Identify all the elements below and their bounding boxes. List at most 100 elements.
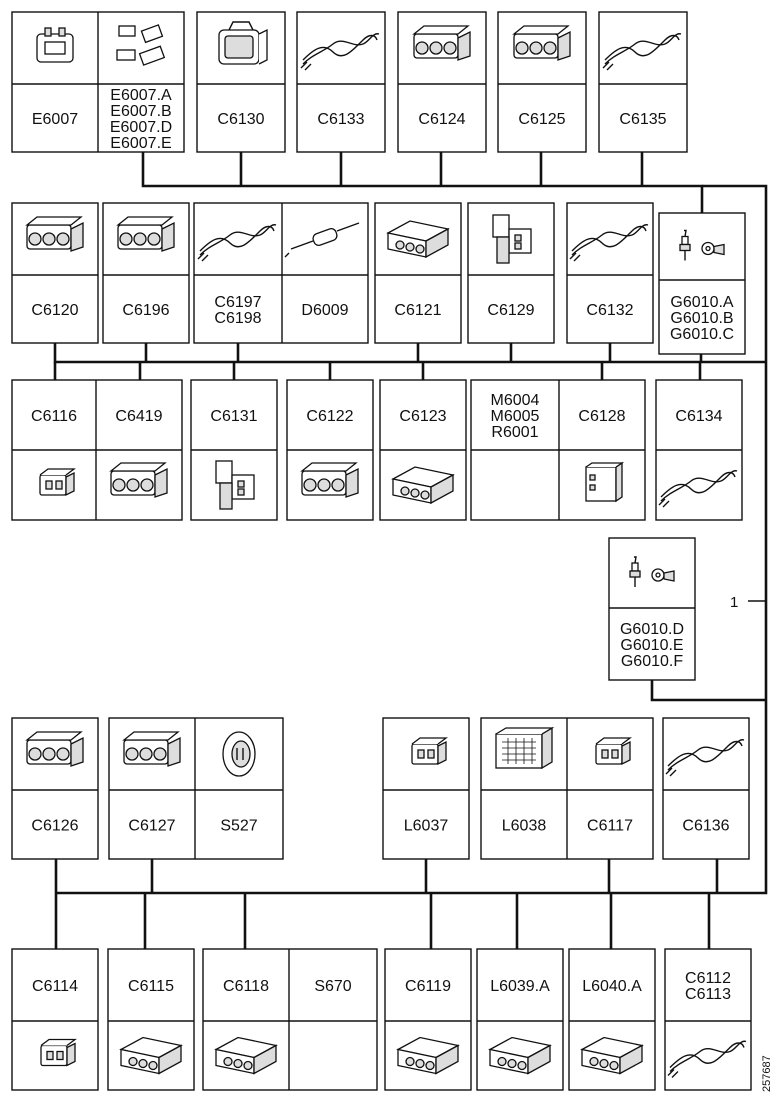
component-label: C6419	[115, 408, 162, 425]
component-frame	[384, 948, 472, 1091]
component-frame	[664, 948, 752, 1091]
component-label: C6130	[217, 111, 264, 128]
component-label: E6007	[32, 111, 78, 128]
component-group: C6120	[11, 202, 99, 344]
component-group: C6124	[397, 11, 487, 153]
component-label: C6136	[682, 818, 729, 835]
component-label: R6001	[491, 424, 538, 441]
component-label: C6131	[210, 408, 257, 425]
top-trunk	[141, 152, 704, 213]
component-label: G6010.A	[670, 294, 733, 311]
component-group: C6123	[379, 379, 467, 521]
component-label: G6010.E	[620, 637, 683, 654]
component-label: C6198	[214, 310, 261, 327]
multi-pin-connector-icon	[26, 731, 84, 767]
multi-pin-connector-icon	[413, 25, 471, 61]
multi-pin-connector-icon	[301, 462, 359, 498]
component-group: C6131	[190, 379, 278, 521]
component-group: C6118 S670	[202, 948, 378, 1091]
component-label: S527	[220, 818, 257, 835]
control-unit-connector-icon	[495, 727, 553, 769]
component-group: C6126	[11, 717, 99, 860]
component-label: C6134	[675, 408, 722, 425]
component-label: C6119	[405, 978, 451, 995]
component-label: C6132	[586, 302, 633, 319]
component-group: L6040.A	[568, 948, 656, 1091]
component-label: C6122	[306, 408, 353, 425]
component-group: C6136	[662, 717, 750, 860]
component-frame	[658, 212, 746, 355]
component-frame	[598, 11, 688, 153]
component-label: C6128	[578, 408, 625, 425]
component-label: S670	[314, 978, 351, 995]
component-group: L6037	[382, 717, 470, 860]
component-label: C6124	[418, 111, 465, 128]
component-label: C6121	[394, 302, 441, 319]
component-label: E6007.B	[110, 103, 171, 120]
block-connector-icon	[585, 462, 623, 502]
component-label: M6005	[491, 408, 540, 425]
component-frame	[467, 202, 555, 344]
component-label: E6007.D	[110, 119, 172, 136]
component-group: C6132	[566, 202, 654, 344]
component-label: M6004	[491, 392, 540, 409]
component-label: G6010.C	[670, 326, 734, 343]
component-group: C6116 C6419	[11, 379, 183, 521]
component-group: C6133	[296, 11, 386, 153]
component-label: C6120	[31, 302, 78, 319]
component-label: C6123	[399, 408, 446, 425]
component-label: C6117	[587, 818, 633, 835]
component-label: C6114	[32, 978, 78, 995]
small-connector-icon	[595, 737, 631, 765]
component-label: C6115	[128, 978, 174, 995]
component-frame	[566, 202, 654, 344]
multi-pin-connector-icon	[513, 25, 571, 61]
component-group: C6121	[374, 202, 462, 344]
small-connector-icon	[39, 468, 75, 496]
component-group: L6039.A	[476, 948, 564, 1091]
component-label: C6197	[214, 294, 261, 311]
component-label: C6125	[518, 111, 565, 128]
figure-id: 257687	[761, 1055, 773, 1092]
component-label: C6113	[685, 986, 731, 1003]
multi-pin-connector-icon	[117, 216, 175, 252]
ground-branch	[650, 680, 766, 702]
multi-pin-connector-icon	[26, 216, 84, 252]
component-group: C6135	[598, 11, 688, 153]
component-label: L6037	[404, 818, 449, 835]
component-label: L6040.A	[582, 978, 642, 995]
component-label: C6116	[31, 408, 77, 425]
component-group: C6114	[11, 948, 99, 1091]
component-label: E6007.E	[110, 135, 171, 152]
component-label: C6196	[122, 302, 169, 319]
component-group: C6125	[497, 11, 587, 153]
component-label: C6133	[317, 111, 364, 128]
component-group: C6119	[384, 948, 472, 1091]
component-group: C6196	[102, 202, 190, 344]
callout-number: 1	[730, 594, 738, 611]
component-frame	[193, 202, 369, 344]
component-label: C6112	[685, 970, 731, 987]
component-label: E6007.A	[110, 87, 172, 104]
small-connector-icon	[411, 737, 447, 765]
component-label: G6010.F	[621, 653, 683, 670]
component-label: C6135	[619, 111, 666, 128]
component-label: G6010.D	[620, 621, 684, 638]
component-frame	[608, 537, 696, 681]
component-label: G6010.B	[670, 310, 733, 327]
component-frame	[296, 11, 386, 153]
component-label: D6009	[301, 302, 348, 319]
component-label: C6129	[487, 302, 534, 319]
component-label: L6038	[502, 818, 547, 835]
multi-pin-connector-icon	[123, 731, 181, 767]
component-label: C6126	[31, 818, 78, 835]
component-label: C6118	[223, 978, 269, 995]
